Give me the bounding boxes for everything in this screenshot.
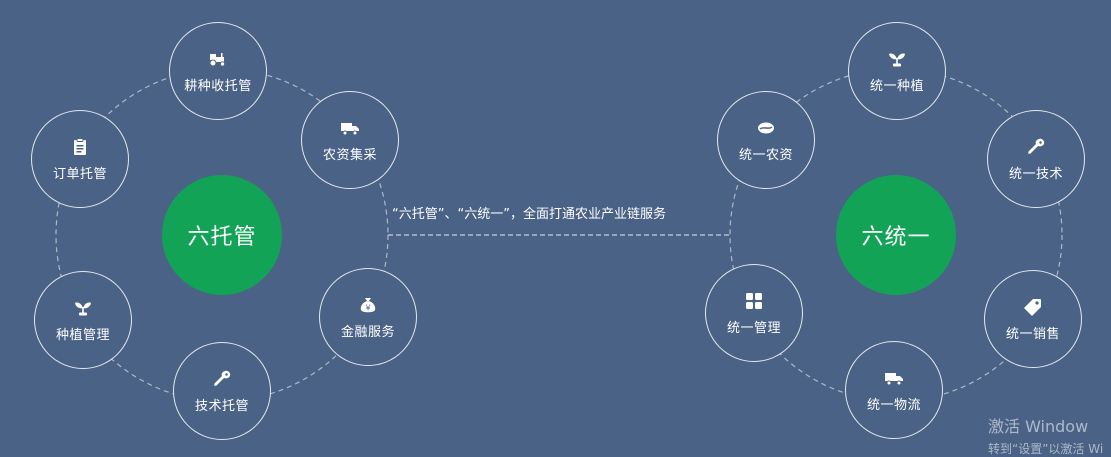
- tagline: “六托管”、“六统一”，全面打通农业产业链服务: [392, 207, 666, 222]
- hub-label: 六托管: [187, 225, 257, 250]
- seed-icon: [758, 122, 774, 133]
- truck-icon: [885, 372, 903, 385]
- svg-text:¥: ¥: [365, 303, 370, 312]
- node-label: 农资集采: [322, 147, 377, 163]
- node-label: 统一管理: [726, 320, 781, 336]
- node-label: 统一农资: [738, 147, 793, 163]
- node-label: 耕种收托管: [184, 78, 252, 94]
- node-label: 订单托管: [52, 166, 107, 182]
- hub-label: 六统一: [861, 225, 931, 250]
- tractor-icon: [209, 52, 226, 67]
- node-unified-technology[interactable]: 统一技术: [987, 110, 1085, 208]
- tag-icon: [1024, 298, 1041, 316]
- node-financial-services[interactable]: ¥ 金融服务: [319, 268, 417, 366]
- node-input-procurement[interactable]: 农资集采: [301, 91, 399, 189]
- node-label: 种植管理: [55, 327, 110, 343]
- node-unified-management[interactable]: 统一管理: [705, 264, 803, 362]
- money-bag-icon: ¥: [360, 297, 376, 312]
- truck-icon: [341, 122, 359, 135]
- node-label: 技术托管: [194, 398, 249, 414]
- node-label: 金融服务: [340, 324, 395, 340]
- right-orbit: [729, 68, 1063, 402]
- node-unified-planting[interactable]: 统一种植: [848, 22, 946, 120]
- activation-watermark-title: 激活 Window: [988, 417, 1089, 436]
- node-label: 统一技术: [1008, 166, 1063, 182]
- hub-six-trusteeship: 六托管: [162, 175, 282, 295]
- node-unified-inputs[interactable]: 统一农资: [717, 91, 815, 189]
- grid-icon: [746, 292, 762, 309]
- node-label: 统一种植: [869, 78, 924, 94]
- node-planting-management[interactable]: 种植管理: [34, 271, 132, 369]
- node-label: 统一物流: [866, 397, 921, 413]
- node-plowing-trusteeship[interactable]: 耕种收托管: [169, 22, 267, 120]
- wrench-icon: [214, 370, 231, 386]
- sprout-icon: [75, 302, 91, 315]
- node-order-trusteeship[interactable]: 订单托管: [31, 110, 129, 208]
- clipboard-icon: [74, 137, 86, 155]
- node-unified-sales[interactable]: 统一销售: [984, 270, 1082, 368]
- activation-watermark-hint: 转到“设置”以激活 Wi: [988, 442, 1104, 456]
- wrench-icon: [1028, 138, 1045, 154]
- sprout-icon: [889, 53, 905, 66]
- hub-six-unification: 六统一: [836, 175, 956, 295]
- node-label: 统一销售: [1005, 326, 1060, 342]
- node-unified-logistics[interactable]: 统一物流: [845, 341, 943, 439]
- node-technical-trusteeship[interactable]: 技术托管: [173, 342, 271, 440]
